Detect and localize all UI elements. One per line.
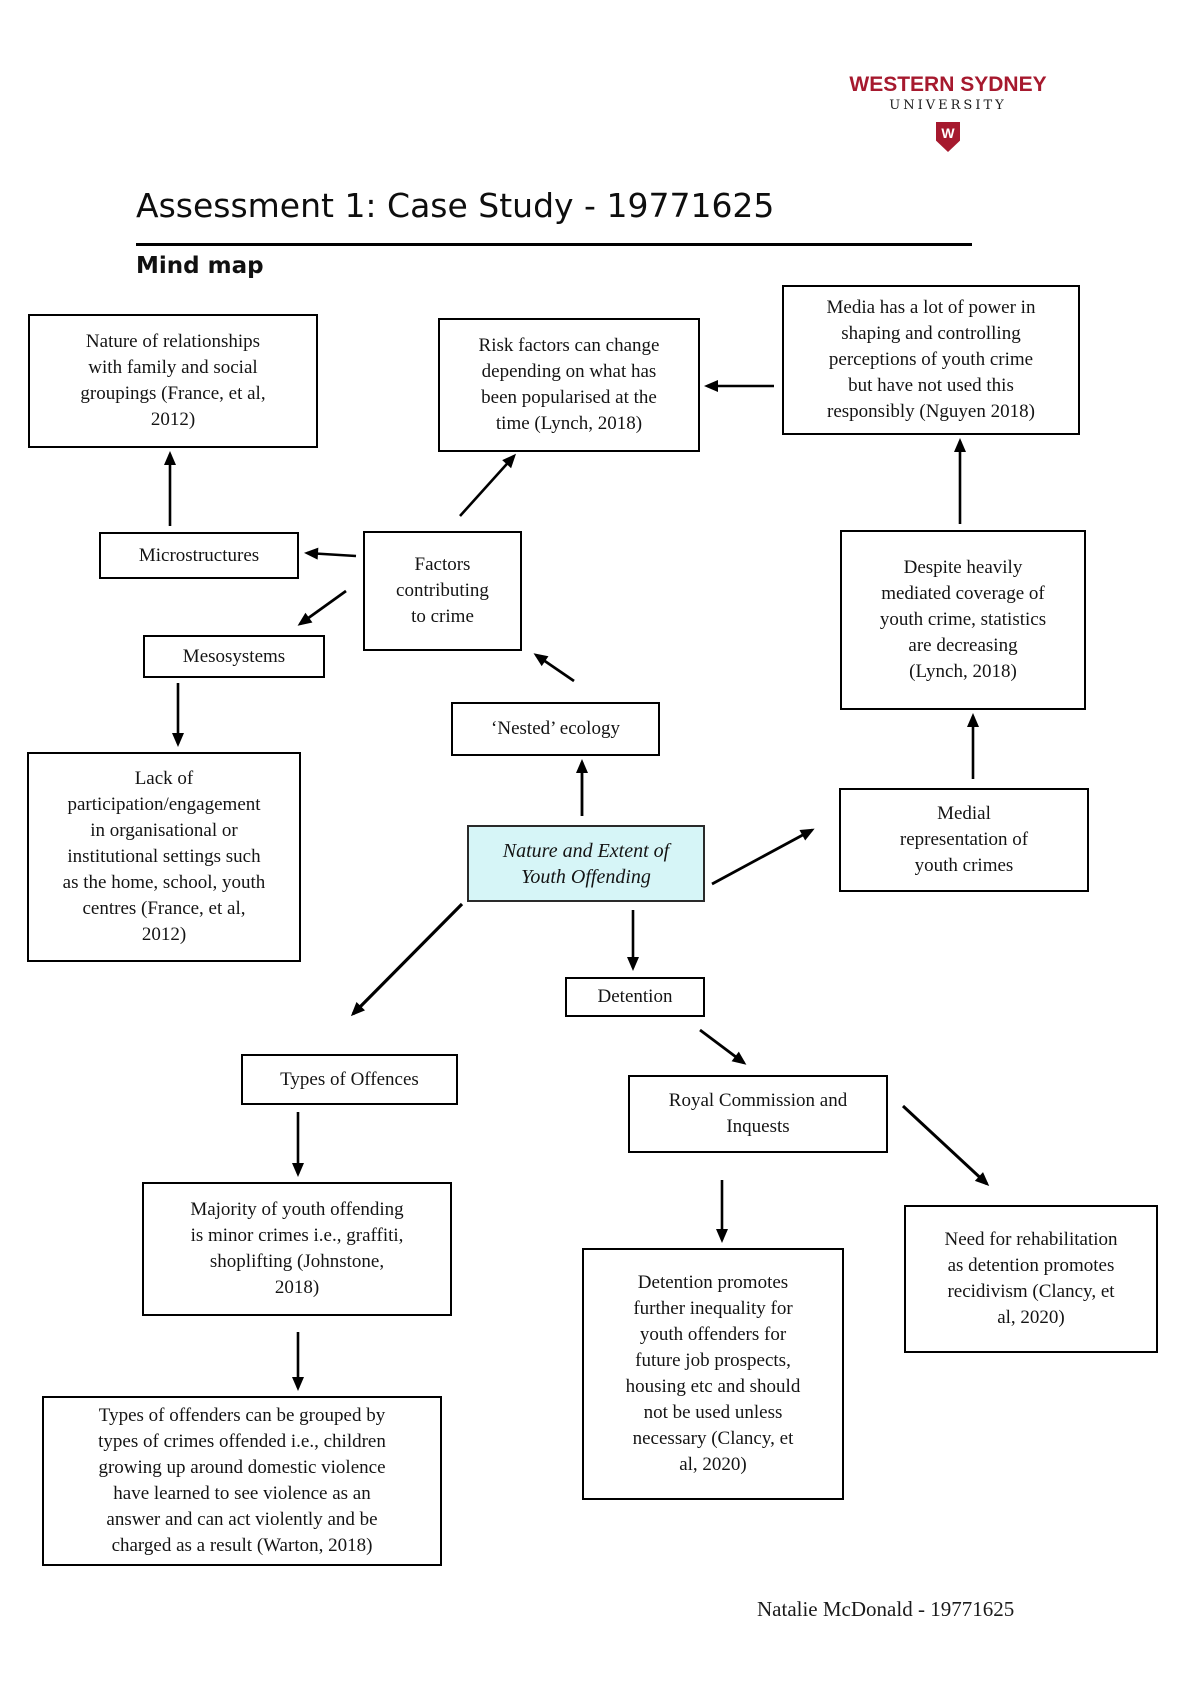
- university-logo: WESTERN SYDNEY UNIVERSITY W: [845, 74, 1051, 152]
- node-mesosystems: Mesosystems: [143, 635, 325, 678]
- arrow-factors-to-microstructures: [304, 547, 357, 560]
- arrow-nature-extent-to-types-of-offences: [350, 902, 464, 1017]
- logo-wordmark-line2: UNIVERSITY: [889, 98, 1007, 113]
- shield-letter: W: [941, 125, 955, 141]
- node-despite-heavily: Despite heavily mediated coverage of you…: [840, 530, 1086, 710]
- node-microstructures: Microstructures: [99, 532, 299, 579]
- arrow-nested-ecology-to-factors: [533, 653, 575, 683]
- node-risk-factors: Risk factors can change depending on wha…: [438, 318, 700, 452]
- node-lack-participation: Lack of participation/engagement in orga…: [27, 752, 301, 962]
- university-shield-icon: W: [936, 122, 960, 152]
- arrow-factors-to-risk-factors: [459, 453, 517, 517]
- node-need-rehabilitation: Need for rehabilitation as detention pro…: [904, 1205, 1158, 1353]
- node-detention: Detention: [565, 977, 705, 1017]
- logo-wordmark-line1: WESTERN SYDNEY: [849, 73, 1047, 96]
- arrow-factors-to-mesosystems: [297, 589, 347, 626]
- title-underline: [136, 243, 972, 246]
- page-title: Assessment 1: Case Study - 19771625: [136, 186, 775, 225]
- arrow-royal-commission-to-need-rehabilitation: [901, 1104, 990, 1187]
- arrow-detention-to-royal-commission: [699, 1028, 747, 1065]
- node-types-of-offences: Types of Offences: [241, 1054, 458, 1105]
- author-footer: Natalie McDonald - 19771625: [757, 1597, 1015, 1621]
- node-majority-offending: Majority of youth offending is minor cri…: [142, 1182, 452, 1316]
- node-media-power: Media has a lot of power in shaping and …: [782, 285, 1080, 435]
- node-factors-contributing: Factors contributing to crime: [363, 531, 522, 651]
- node-nature-relationships: Nature of relationships with family and …: [28, 314, 318, 448]
- node-types-of-offenders: Types of offenders can be grouped by typ…: [42, 1396, 442, 1566]
- node-nature-extent-center: Nature and Extent of Youth Offending: [467, 825, 705, 902]
- arrow-nature-extent-to-medial-representation: [711, 828, 815, 886]
- node-royal-commission: Royal Commission and Inquests: [628, 1075, 888, 1153]
- node-detention-promotes: Detention promotes further inequality fo…: [582, 1248, 844, 1500]
- node-nested-ecology: ‘Nested’ ecology: [451, 702, 660, 756]
- node-medial-representation: Medial representation of youth crimes: [839, 788, 1089, 892]
- section-label: Mind map: [136, 253, 264, 279]
